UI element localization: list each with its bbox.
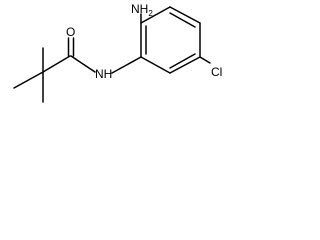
amide-nitrogen-label: NH xyxy=(95,67,112,81)
amide-group xyxy=(67,37,142,74)
oxygen-label: O xyxy=(66,25,75,39)
tert-butyl-group xyxy=(13,47,71,103)
ring-bond-5 xyxy=(169,56,201,74)
ring-bond-6 xyxy=(140,56,171,74)
chemical-structure: NH2 O NH Cl xyxy=(13,2,222,103)
amine-subscript: 2 xyxy=(148,9,153,18)
ring-bond-2 xyxy=(140,6,171,24)
bond-quaternary-carbonyl xyxy=(42,55,71,73)
bond-nitrogen-ring xyxy=(111,56,142,74)
bond-ring-chlorine xyxy=(199,56,211,64)
bond-carbonyl-nitrogen xyxy=(70,55,96,73)
ring-inner-bond-b xyxy=(169,12,196,28)
ring-inner-bond-c xyxy=(169,53,196,69)
bond-methyl-left xyxy=(13,71,44,89)
benzene-ring xyxy=(140,6,201,74)
chlorine-label: Cl xyxy=(211,65,222,79)
amine-symbol: NH xyxy=(131,2,148,16)
amine-label: NH2 xyxy=(131,2,153,18)
ring-bond-3 xyxy=(169,6,201,24)
